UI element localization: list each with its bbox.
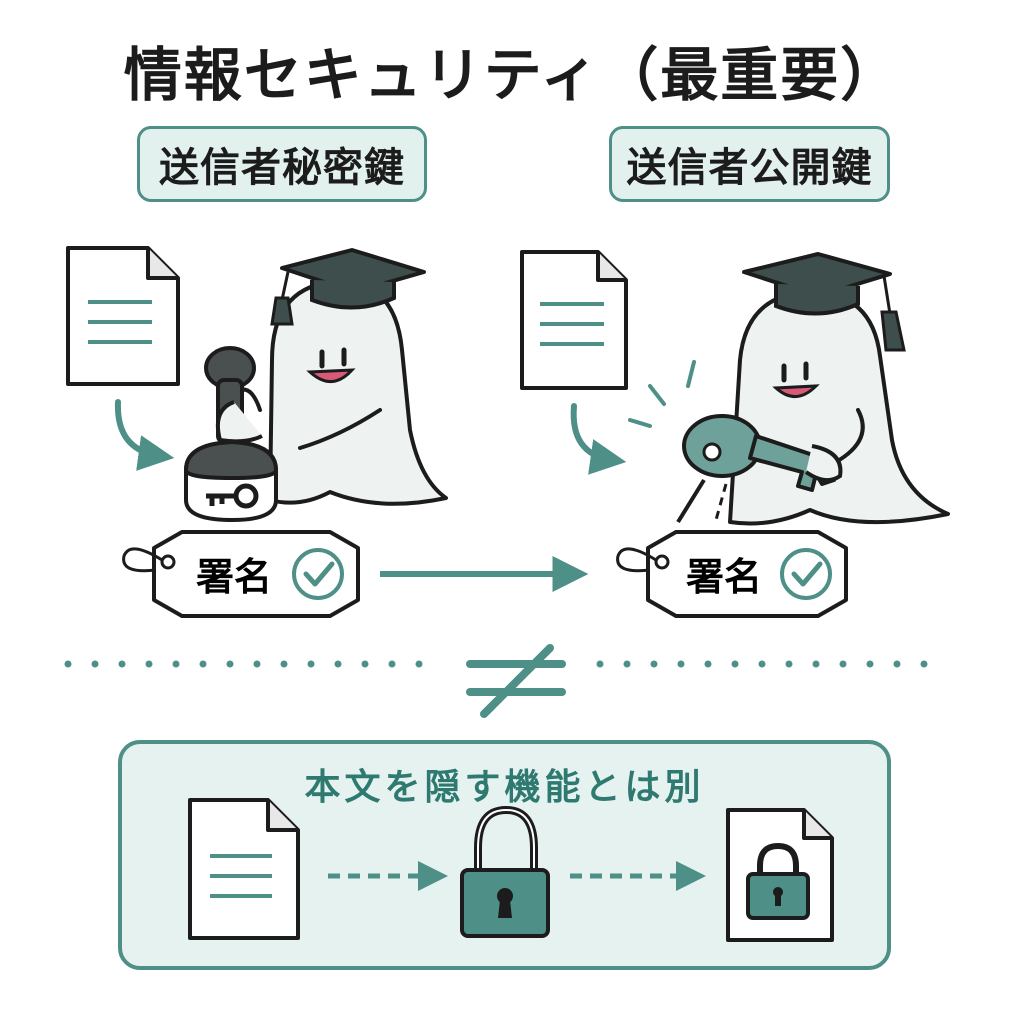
key-pointer-line <box>676 478 706 524</box>
key-dash-line <box>714 483 728 521</box>
dotted-divider-right <box>596 660 928 668</box>
left-document-icon <box>66 246 180 386</box>
sender-public-key-label: 送信者公開鍵 <box>609 126 890 202</box>
divider-dot <box>280 660 288 668</box>
left-ghost-character <box>232 279 448 506</box>
sender-private-key-label: 送信者秘密鍵 <box>137 126 427 202</box>
stamp-key-icon <box>206 483 259 509</box>
divider-dot <box>839 660 847 668</box>
left-signature-tag-icon <box>122 530 360 618</box>
right-curved-arrow-icon <box>570 403 627 475</box>
left-check-icon <box>292 548 344 600</box>
divider-dot <box>677 660 685 668</box>
divider-dot <box>731 660 739 668</box>
divider-dot <box>388 660 396 668</box>
divider-dot <box>920 660 928 668</box>
right-signature-tag-icon <box>616 530 848 618</box>
encryption-panel-caption: 本文を隠す機能とは別 <box>304 767 705 808</box>
padlock-icon <box>460 805 550 938</box>
divider-dot <box>118 660 126 668</box>
divider-dot <box>866 660 874 668</box>
locked-document-icon <box>726 808 834 942</box>
public-key-icon <box>628 360 843 492</box>
divider-dot <box>650 660 658 668</box>
left-curved-arrow-icon <box>114 399 175 471</box>
right-ghost-character <box>728 289 950 526</box>
page-title: 情報セキュリティ（最重要） <box>123 41 901 109</box>
divider-dot <box>145 660 153 668</box>
divider-dot <box>172 660 180 668</box>
left-signature-label: 署名 <box>196 555 272 599</box>
divider-dot <box>596 660 604 668</box>
right-check-icon <box>780 548 832 600</box>
divider-dot <box>758 660 766 668</box>
right-signature-label: 署名 <box>686 555 762 599</box>
divider-dot <box>415 660 423 668</box>
divider-dot <box>361 660 369 668</box>
left-ghost-hand <box>215 400 263 444</box>
divider-dot <box>623 660 631 668</box>
divider-dot <box>199 660 207 668</box>
divider-dot <box>253 660 261 668</box>
divider-dot <box>64 660 72 668</box>
right-document-icon <box>520 250 628 390</box>
divider-dot <box>334 660 342 668</box>
divider-dot <box>812 660 820 668</box>
divider-dot <box>704 660 712 668</box>
plain-document-icon <box>188 798 300 940</box>
divider-dot <box>307 660 315 668</box>
not-equal-icon <box>466 644 566 718</box>
dotted-divider-left <box>64 660 423 668</box>
divider-dot <box>91 660 99 668</box>
divider-dot <box>226 660 234 668</box>
divider-dot <box>893 660 901 668</box>
left-graduation-cap-icon <box>270 248 426 326</box>
divider-dot <box>785 660 793 668</box>
right-graduation-cap-icon <box>742 252 906 352</box>
